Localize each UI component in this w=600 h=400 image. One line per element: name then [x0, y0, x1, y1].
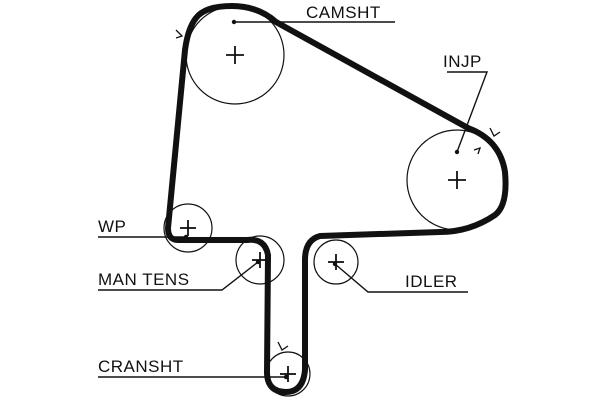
water-pump-pulley — [163, 203, 213, 253]
camshaft-pulley — [175, 5, 285, 105]
idler-pulley — [313, 239, 359, 285]
label-idler: IDLER — [405, 272, 458, 291]
leader-manual-tensioner — [98, 261, 259, 291]
crankshaft-pulley — [265, 341, 311, 397]
rotation-arrow-icon — [489, 127, 501, 137]
injection-pump-pulley — [406, 127, 508, 231]
leader-idler — [334, 263, 468, 293]
label-injection-pump: INJP — [443, 52, 482, 71]
rotation-arrow-icon — [473, 146, 482, 155]
rotation-arrow-icon — [175, 29, 184, 39]
label-water-pump: WP — [98, 217, 126, 236]
manual-tensioner-pulley — [235, 235, 285, 285]
label-crankshaft: CRANSHT — [98, 357, 184, 376]
leader-injection-pump — [447, 71, 489, 153]
label-manual-tensioner: MAN TENS — [98, 270, 190, 289]
label-camshaft: CAMSHT — [306, 3, 381, 22]
rotation-arrow-icon — [277, 341, 289, 351]
